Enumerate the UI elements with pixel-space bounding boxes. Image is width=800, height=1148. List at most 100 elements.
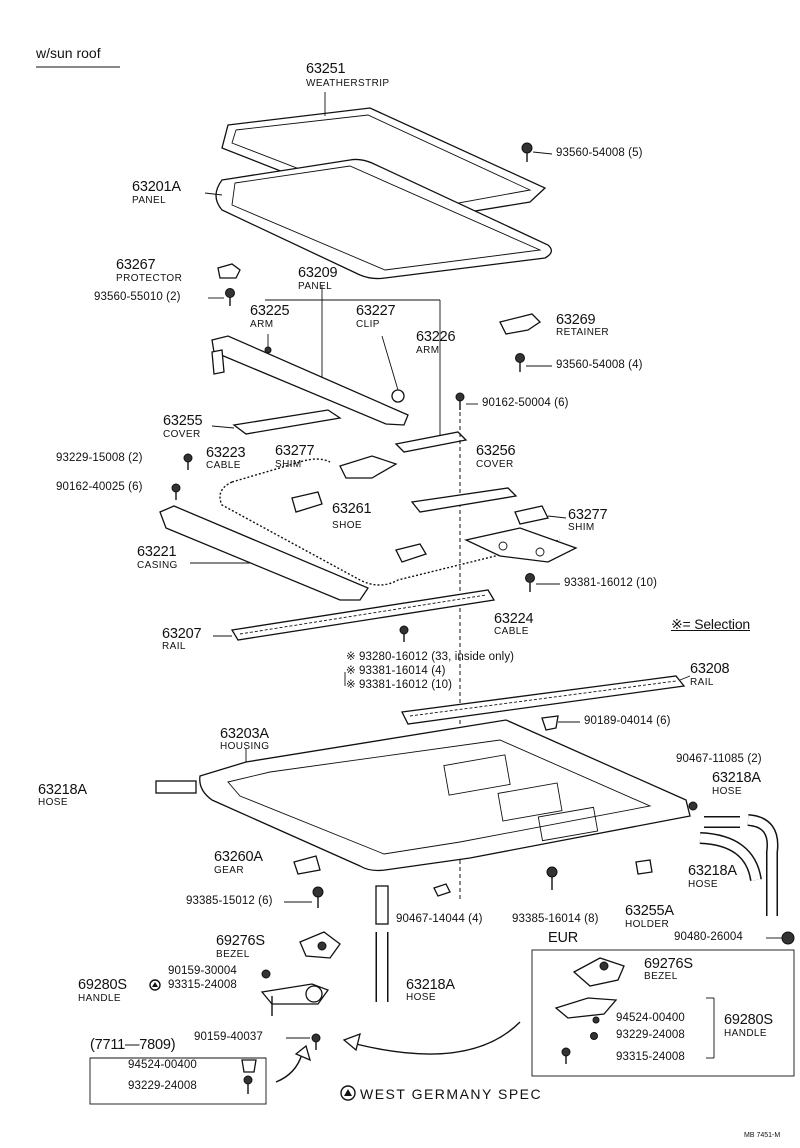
shim-right-shape bbox=[514, 505, 567, 525]
part-name: CLIP bbox=[356, 319, 380, 330]
fastener-label: 93560-55010 (2) bbox=[94, 291, 181, 303]
hose-left-shape bbox=[96, 780, 197, 859]
part-number: 63218A bbox=[688, 863, 737, 879]
panel-frame-assembly bbox=[211, 286, 468, 453]
part-name: ARM bbox=[250, 319, 274, 330]
part-name: HANDLE bbox=[78, 993, 121, 1004]
fastener-label: 93560-54008 (4) bbox=[556, 359, 643, 371]
fastener-label: 94524-00400 bbox=[128, 1059, 197, 1071]
clip-90467-14044 bbox=[433, 883, 451, 897]
part-name: HANDLE bbox=[724, 1028, 767, 1039]
part-name: COVER bbox=[476, 459, 514, 470]
west-germany-spec-note: WEST GERMANY SPEC bbox=[360, 1086, 543, 1102]
fastener-label: 90467-11085 (2) bbox=[676, 753, 762, 765]
part-name: HOSE bbox=[406, 992, 436, 1003]
glass-panel-shape bbox=[204, 158, 552, 280]
fastener-label: 90159-30004 bbox=[168, 965, 237, 977]
bezel-handle-shape bbox=[260, 931, 341, 1016]
part-number: 63223 bbox=[206, 445, 246, 461]
part-name: PANEL bbox=[132, 195, 167, 206]
fastener-label: 90189-04014 (6) bbox=[584, 715, 671, 727]
part-name: WEATHERSTRIP bbox=[306, 78, 390, 89]
screw-90159-40037 bbox=[286, 1033, 321, 1050]
part-name: COVER bbox=[163, 429, 201, 440]
fastener-label: 93385-16014 (8) bbox=[512, 913, 599, 925]
part-name: PANEL bbox=[298, 281, 333, 292]
part-number: 69280S bbox=[724, 1012, 773, 1028]
screw-90162-40025 bbox=[171, 483, 181, 500]
fastener-label: 93560-54008 (5) bbox=[556, 147, 643, 159]
screw-93229-15008 bbox=[183, 453, 193, 470]
part-number: 63256 bbox=[476, 443, 516, 459]
part-number: 63267 bbox=[116, 257, 156, 273]
part-number: 63226 bbox=[416, 329, 456, 345]
hose-right-shape bbox=[688, 801, 779, 916]
part-number: 63224 bbox=[494, 611, 534, 627]
eur-group-label: EUR bbox=[548, 930, 579, 946]
part-name: CASING bbox=[137, 560, 178, 571]
part-number: 63251 bbox=[306, 61, 346, 77]
part-name: RETAINER bbox=[556, 327, 610, 338]
part-number: 63201A bbox=[132, 179, 181, 195]
rail-right-shape bbox=[401, 675, 691, 725]
fastener-label: 93315-24008 bbox=[616, 1051, 685, 1063]
part-number: 63225 bbox=[250, 303, 290, 319]
west-germany-mark bbox=[340, 1085, 356, 1101]
fastener-label: 90480-26004 bbox=[674, 931, 743, 943]
part-number: 63227 bbox=[356, 303, 396, 319]
part-name: SHOE bbox=[332, 520, 362, 531]
part-number: 63277 bbox=[568, 507, 608, 523]
part-name: PROTECTOR bbox=[116, 273, 183, 284]
part-number: 63255A bbox=[625, 903, 674, 919]
part-name: SHIM bbox=[568, 522, 595, 533]
selection-item: ※ 93381-16014 (4) bbox=[346, 665, 446, 677]
drawing-code: MB 7451-M bbox=[744, 1132, 781, 1139]
gear-shape bbox=[284, 855, 324, 908]
fastener-label: 93229-24008 bbox=[616, 1029, 685, 1041]
fastener-label: 93315-24008 bbox=[168, 979, 237, 991]
part-number: 63218A bbox=[712, 770, 761, 786]
screw-93560-54008-5 bbox=[521, 142, 553, 162]
eur-box bbox=[531, 949, 795, 1077]
part-name: HOSE bbox=[38, 797, 68, 808]
fastener-label: 94524-00400 bbox=[616, 1012, 685, 1024]
part-number: 63208 bbox=[690, 661, 730, 677]
fastener-label: 90159-40037 bbox=[194, 1031, 263, 1043]
part-number: 63260A bbox=[214, 849, 263, 865]
part-number: 63203A bbox=[220, 726, 269, 742]
part-name: HOSE bbox=[712, 786, 742, 797]
selection-item: ※ 93280-16012 (33, inside only) bbox=[346, 651, 515, 663]
fastener-label: 90162-50004 (6) bbox=[482, 397, 569, 409]
part-name: GEAR bbox=[214, 865, 244, 876]
part-number: 63218A bbox=[38, 782, 87, 798]
screw-93381-16012 bbox=[525, 573, 560, 592]
part-number: 63261 bbox=[332, 501, 372, 517]
part-number: 63255 bbox=[163, 413, 203, 429]
fastener-label: 93381-16012 (10) bbox=[564, 577, 658, 589]
part-number: 63221 bbox=[137, 544, 177, 560]
housing-shape bbox=[199, 719, 691, 872]
part-number: 69276S bbox=[216, 933, 265, 949]
part-name: RAIL bbox=[690, 677, 714, 688]
part-number: 69276S bbox=[644, 956, 693, 972]
part-name: HOSE bbox=[688, 879, 718, 890]
holder-shape bbox=[635, 859, 653, 875]
part-number: 69280S bbox=[78, 977, 127, 993]
part-name: BEZEL bbox=[644, 971, 678, 982]
casing-shape bbox=[159, 505, 369, 601]
screw-93385-16014 bbox=[546, 866, 558, 890]
clip-90189-04014 bbox=[541, 715, 580, 731]
part-name: ARM bbox=[416, 345, 440, 356]
part-name: CABLE bbox=[206, 460, 241, 471]
fastener-label: 93229-15008 (2) bbox=[56, 452, 143, 464]
drive-bracket-shape bbox=[464, 527, 578, 563]
selection-item: ※ 93381-16012 (10) bbox=[346, 679, 453, 691]
part-name: SHIM bbox=[275, 459, 302, 470]
selection-legend: ※= Selection bbox=[671, 616, 750, 632]
part-name: HOUSING bbox=[220, 741, 270, 752]
variant-header: w/sun roof bbox=[36, 45, 101, 61]
fastener-label: 93229-24008 bbox=[128, 1080, 197, 1092]
cover-63256-shape bbox=[410, 487, 518, 513]
eur-pointer-arrow bbox=[342, 1021, 521, 1055]
